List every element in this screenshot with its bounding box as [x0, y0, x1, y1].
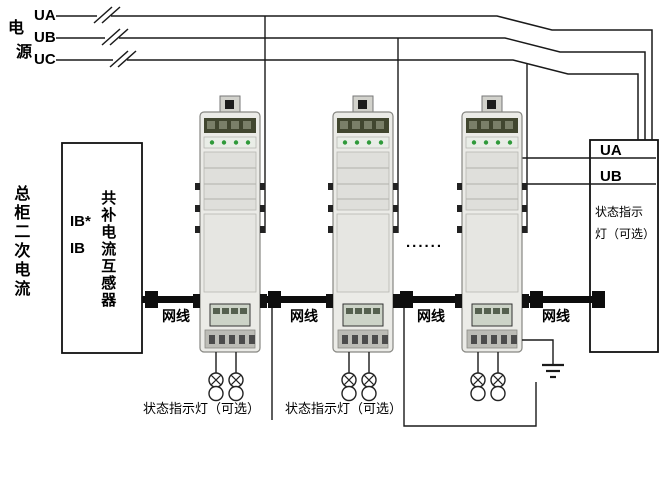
status-lamp-label-1: 状态指示灯（可选） [143, 401, 261, 416]
indicator-lamp-icon [228, 372, 244, 402]
cable-label-4: 网线 [542, 308, 570, 324]
cable-label-2: 网线 [290, 308, 318, 324]
right-panel-ua-label: UA [600, 142, 622, 159]
phase-label-ua: UA [34, 7, 56, 24]
cable-label-3: 网线 [417, 308, 445, 324]
ib-star-label: IB* [70, 213, 91, 230]
disconnect-switch-icon [93, 6, 137, 68]
indicator-lamp-icon [490, 372, 506, 402]
indicator-lamp-icon [341, 372, 357, 402]
ct-box-label: 共补电流互感器 [99, 190, 117, 309]
status-lamp-label-2: 状态指示灯（可选） [285, 401, 403, 416]
power-source-label-char2: 源 [16, 44, 33, 61]
phase-label-uc: UC [34, 51, 56, 68]
device-1 [192, 95, 268, 353]
ground-symbol-icon [522, 339, 564, 379]
device-2 [325, 95, 401, 353]
lamp-leads [215, 352, 499, 373]
ellipsis-more-devices: ...... [406, 234, 444, 251]
cable-label-1: 网线 [162, 308, 190, 324]
bus-connector-blocks [145, 291, 605, 308]
power-source-label-char1: 电 [8, 20, 25, 37]
right-panel-status-line1: 状态指示 [595, 205, 644, 219]
indicator-lamp-icon [361, 372, 377, 402]
phase-lines [56, 15, 653, 140]
ib-label: IB [70, 240, 85, 257]
indicator-lamp-icon [470, 372, 486, 402]
phase-label-ub: UB [34, 29, 56, 46]
secondary-current-vertical-label: 总柜二次电流 [11, 185, 29, 299]
right-panel-status-line2: 灯（可选） [595, 227, 656, 241]
right-panel-ub-label: UB [600, 168, 622, 185]
ct-box [61, 142, 143, 354]
indicator-lamp-icon [208, 372, 224, 402]
connection-wires [264, 16, 656, 427]
right-panel-box [589, 139, 659, 353]
device-3 [454, 95, 530, 353]
